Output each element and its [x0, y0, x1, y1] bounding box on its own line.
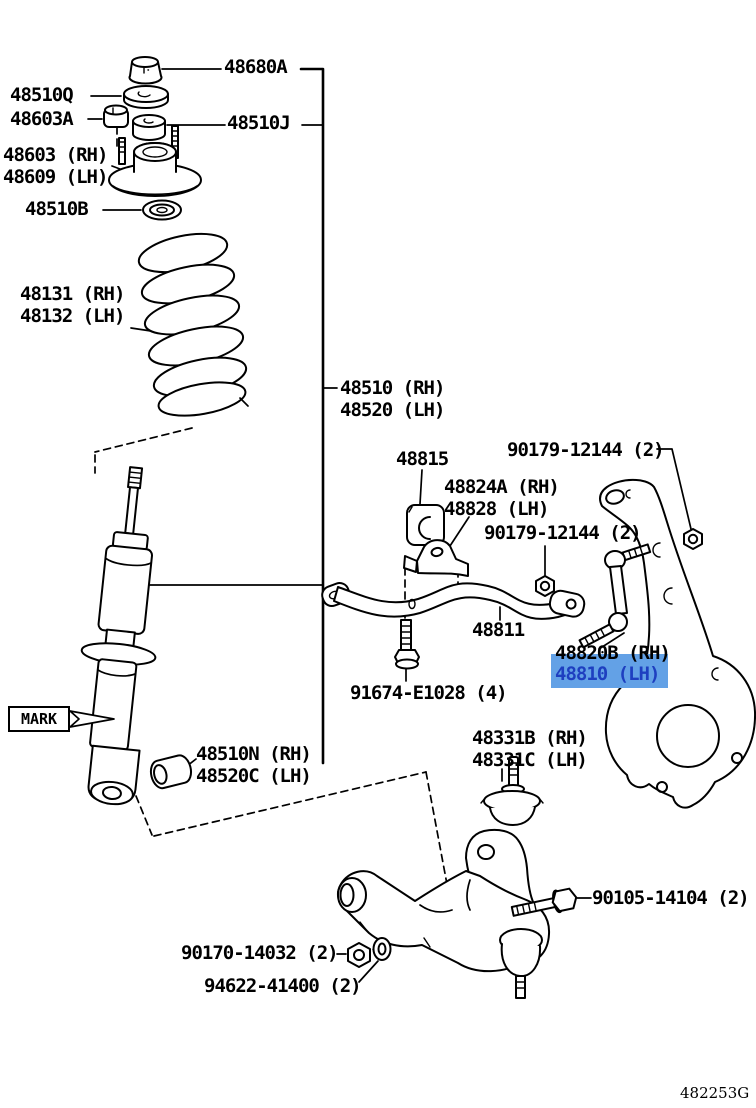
strut-support-drawing	[108, 125, 202, 197]
stabilizer-link-nut-lower	[535, 575, 555, 597]
coil-spring-drawing	[137, 232, 249, 417]
arm-nut-drawing	[347, 942, 371, 968]
ball-joint-drawing	[480, 756, 544, 826]
selected-part-highlight	[551, 654, 668, 688]
part-label-48510j[interactable]: 48510J	[227, 112, 291, 134]
spring-seat-washer-drawing	[123, 85, 169, 109]
stabilizer-link-nut-upper	[683, 528, 703, 550]
mark-callout-arrow	[69, 710, 115, 728]
cam-plate-drawing	[103, 104, 129, 128]
bracket-bolt-drawing	[394, 619, 420, 670]
strut-mount-cap-drawing	[128, 56, 163, 85]
part-label-94622-41400[interactable]: 94622-41400 (2)	[204, 975, 362, 997]
part-label-48811[interactable]: 48811	[472, 619, 525, 641]
spacer-bushing-drawing	[132, 114, 166, 141]
part-label-48820b-rh[interactable]: 48820B (RH)	[555, 642, 671, 664]
part-label-48815[interactable]: 48815	[396, 448, 449, 470]
part-label-48603-rh[interactable]: 48603 (RH)	[3, 144, 108, 166]
part-label-48331c-lh[interactable]: 48331C (LH)	[472, 749, 588, 771]
part-label-48510n-rh[interactable]: 48510N (RH)	[196, 743, 312, 765]
stabilizer-bushing-drawing	[406, 504, 445, 546]
part-label-48520c-lh[interactable]: 48520C (LH)	[196, 765, 312, 787]
steering-knuckle-drawing	[598, 478, 756, 809]
part-label-90179-12144-upper[interactable]: 90179-12144 (2)	[507, 439, 665, 461]
part-label-90170-14032[interactable]: 90170-14032 (2)	[181, 942, 339, 964]
leader-lines	[87, 67, 692, 983]
part-label-90105-14104[interactable]: 90105-14104 (2)	[592, 887, 750, 909]
part-label-48810-lh[interactable]: 48810 (LH)	[555, 663, 660, 685]
part-label-48510b[interactable]: 48510B	[25, 198, 89, 220]
part-label-48132-lh[interactable]: 48132 (LH)	[20, 305, 125, 327]
arm-bolt-drawing	[510, 887, 578, 917]
part-label-48609-lh[interactable]: 48609 (LH)	[3, 166, 108, 188]
part-label-48828-lh[interactable]: 48828 (LH)	[444, 498, 549, 520]
part-label-48331b-rh[interactable]: 48331B (RH)	[472, 727, 588, 749]
part-label-91674-e1028[interactable]: 91674-E1028 (4)	[350, 682, 508, 704]
part-label-48520-lh[interactable]: 48520 (LH)	[340, 399, 445, 421]
arm-washer-drawing	[372, 937, 392, 961]
stabilizer-link-drawing	[578, 543, 652, 649]
stabilizer-bar-drawing	[321, 582, 586, 620]
part-label-48510-rh[interactable]: 48510 (RH)	[340, 377, 445, 399]
part-label-48824a-rh[interactable]: 48824A (RH)	[444, 476, 560, 498]
shock-bushing-drawing	[149, 754, 192, 790]
shock-absorber-drawing	[80, 466, 157, 806]
stabilizer-bracket-drawing	[403, 539, 469, 577]
diagram-code: 482253G	[680, 1084, 750, 1102]
bearing-drawing	[142, 199, 182, 221]
part-label-48510q[interactable]: 48510Q	[10, 84, 74, 106]
part-label-90179-12144-lower[interactable]: 90179-12144 (2)	[484, 522, 642, 544]
part-label-48131-rh[interactable]: 48131 (RH)	[20, 283, 125, 305]
part-label-48680a[interactable]: 48680A	[224, 56, 288, 78]
mark-callout-box: MARK	[8, 706, 70, 732]
part-label-48603a[interactable]: 48603A	[10, 108, 74, 130]
